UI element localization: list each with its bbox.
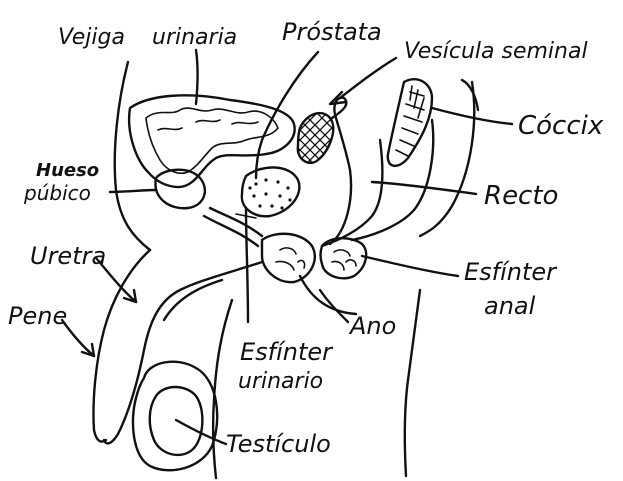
testicle bbox=[133, 362, 217, 471]
label-hueso-line1: Hueso bbox=[36, 160, 99, 181]
label-hueso-line2: púbico bbox=[23, 181, 91, 205]
label-ano: Ano bbox=[348, 312, 396, 340]
label-esfinter-anal-line1: Esfínter bbox=[464, 258, 558, 286]
labels: Vejiga urinaria Próstata Vesícula semina… bbox=[8, 18, 604, 458]
label-prostata: Próstata bbox=[282, 18, 382, 46]
label-vesicula-seminal: Vesícula seminal bbox=[404, 39, 588, 64]
leader-urinaria bbox=[196, 50, 198, 104]
urinary-sphincter bbox=[262, 234, 315, 282]
label-esfinter-urinario-line1: Esfínter bbox=[240, 338, 334, 366]
leader-esfinter-anal bbox=[362, 256, 458, 276]
bladder bbox=[129, 95, 295, 187]
seminal-vesicle bbox=[290, 90, 351, 244]
pubic-bone bbox=[155, 170, 204, 209]
leader-coccix bbox=[432, 108, 512, 124]
label-esfinter-urinario-line2: urinario bbox=[238, 369, 323, 394]
leader-ano bbox=[320, 290, 348, 322]
label-esfinter-anal-line2: anal bbox=[484, 292, 536, 320]
leader-esfinter-urinario bbox=[246, 208, 248, 322]
label-coccix: Cóccix bbox=[518, 111, 604, 141]
leader-testiculo bbox=[176, 420, 226, 444]
coccyx bbox=[388, 79, 432, 166]
label-vejiga: Vejiga bbox=[58, 25, 125, 50]
label-uretra: Uretra bbox=[30, 242, 106, 270]
leader-vesicula bbox=[340, 58, 396, 98]
urethra-penis bbox=[93, 208, 262, 443]
label-pene: Pene bbox=[8, 302, 67, 330]
label-urinaria: urinaria bbox=[152, 25, 237, 50]
prostate bbox=[242, 167, 300, 216]
label-recto: Recto bbox=[484, 181, 558, 211]
label-testiculo: Testículo bbox=[226, 430, 331, 458]
